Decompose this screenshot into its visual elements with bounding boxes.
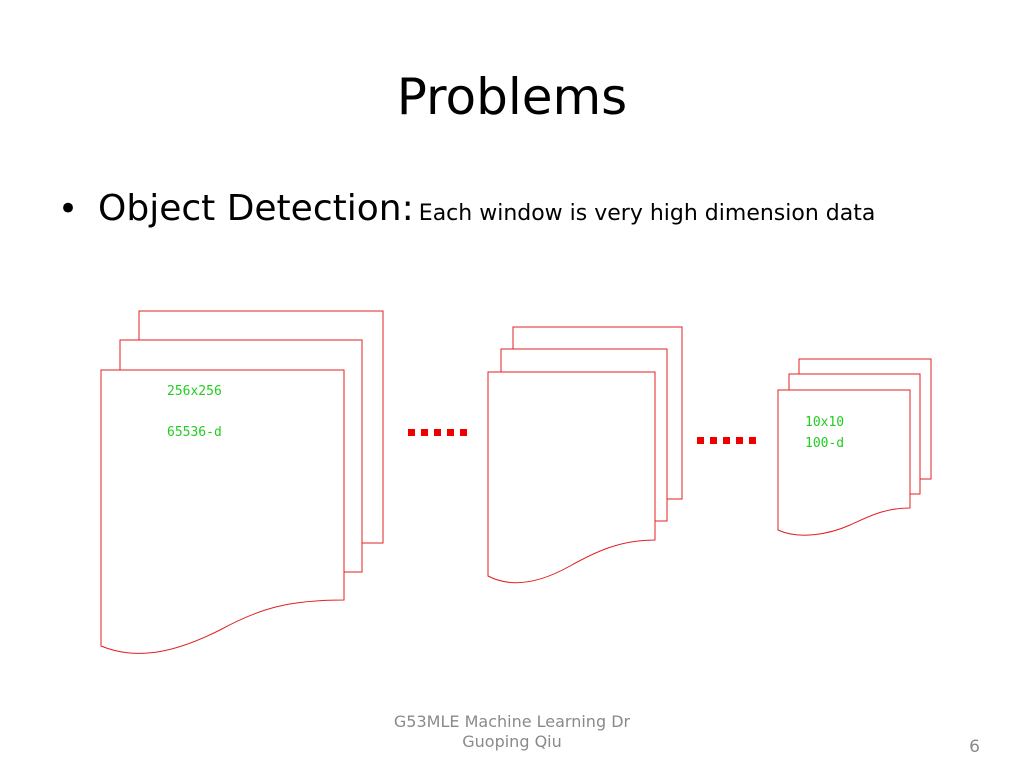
small-document-stack — [777, 358, 932, 536]
page-title: Problems — [396, 68, 628, 126]
footer-line-1: G53MLE Machine Learning Dr — [393, 712, 631, 731]
large-size-label: 256x256 — [167, 384, 222, 399]
medium-stack-front-page — [487, 371, 656, 584]
small-stack-front-page — [777, 389, 911, 536]
footer-line-2: Guoping Qiu — [462, 732, 562, 751]
small-dim-label: 100-d — [805, 436, 844, 451]
footer: G53MLE Machine Learning Dr Guoping Qiu — [362, 712, 662, 752]
slide-number: 6 — [969, 737, 980, 757]
small-size-label: 10x10 — [805, 415, 844, 430]
large-dim-label: 65536-d — [167, 425, 222, 440]
bullet-item: • Object Detection: Each window is very h… — [58, 188, 998, 229]
ellipsis-dots-left — [408, 429, 467, 436]
bullet-marker: • — [58, 189, 79, 229]
large-stack-front-page — [100, 369, 345, 654]
bullet-lead-text: Object Detection: — [98, 188, 414, 229]
large-document-stack — [100, 310, 384, 654]
ellipsis-dots-right — [697, 437, 756, 444]
bullet-detail-text: Each window is very high dimension data — [418, 201, 876, 226]
medium-document-stack — [487, 326, 683, 584]
